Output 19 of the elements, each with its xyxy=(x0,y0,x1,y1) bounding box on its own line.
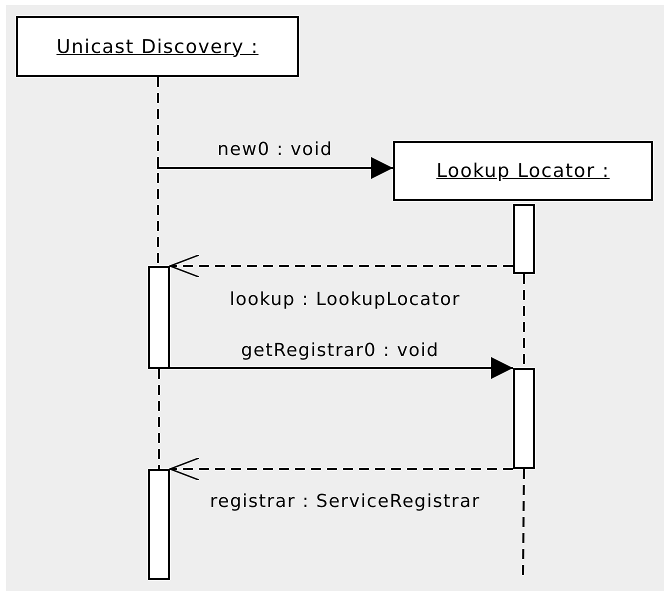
lifeline xyxy=(158,369,160,469)
lifeline xyxy=(157,77,159,266)
object-box xyxy=(16,16,299,77)
object-box xyxy=(393,141,653,201)
object-name: Unicast Discovery : xyxy=(56,36,258,58)
return-message-arrow xyxy=(169,457,513,481)
object-name: Lookup Locator : xyxy=(436,160,610,182)
message-label: registrar : ServiceRegistrar xyxy=(210,492,480,512)
message-arrow xyxy=(170,357,513,379)
activation-bar xyxy=(513,368,535,469)
activation-bar xyxy=(513,204,535,274)
return-message-arrow xyxy=(169,254,513,278)
lifeline xyxy=(522,468,525,576)
message-label: getRegistrar0 : void xyxy=(240,341,440,361)
activation-bar xyxy=(148,469,170,580)
message-label: lookup : LookupLocator xyxy=(230,290,460,310)
activation-bar xyxy=(148,266,170,369)
message-arrow xyxy=(157,157,393,179)
message-label: new0 : void xyxy=(217,140,333,160)
